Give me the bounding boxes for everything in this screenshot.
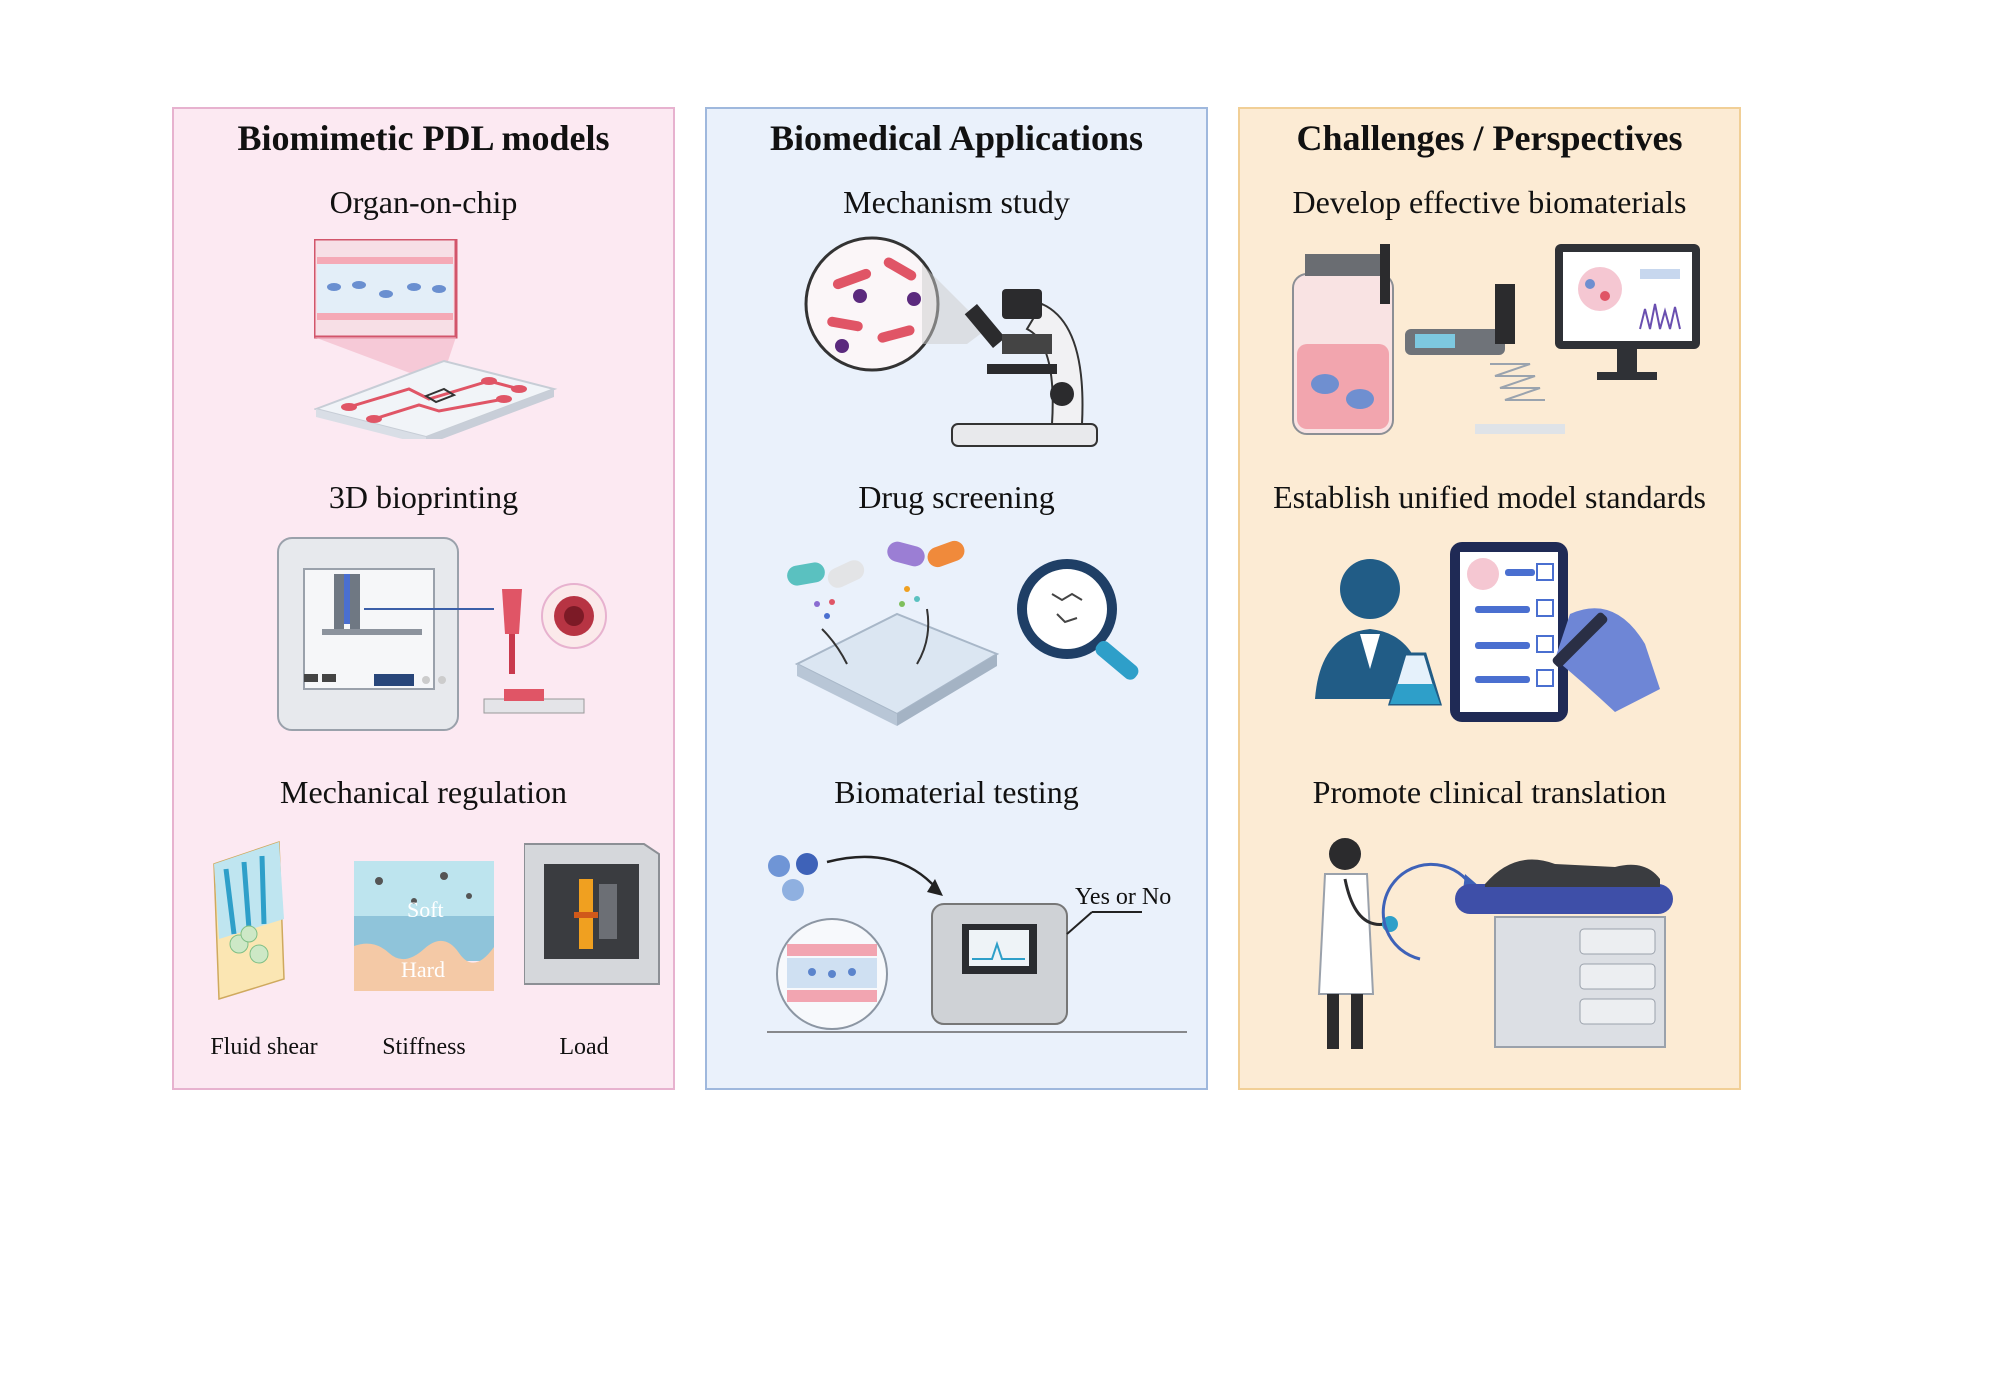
caption-stiffness: Stiffness	[382, 1034, 466, 1060]
fluid-shear-illustration	[213, 840, 285, 1001]
subheading-promote-clinical-translation: Promote clinical translation	[1312, 774, 1667, 810]
subheading-develop-effective-biomaterials: Develop effective biomaterials	[1292, 184, 1687, 220]
panel-biomedical-applications: Biomedical Applications Mechanism study …	[705, 107, 1208, 1090]
load-device-illustration	[524, 843, 660, 985]
subheading-mechanical-regulation: Mechanical regulation	[280, 774, 567, 810]
yes-or-no-label: Yes or No	[1075, 884, 1172, 910]
panel-title: Challenges / Perspectives	[1296, 118, 1683, 158]
microscope-illustration	[804, 236, 1098, 447]
subheading-biomaterial-testing: Biomaterial testing	[834, 774, 1079, 810]
panel-title: Biomimetic PDL models	[237, 118, 610, 158]
bioreactor-setup-illustration	[1292, 244, 1700, 435]
subheading-organ-on-chip: Organ-on-chip	[329, 184, 518, 220]
panel-biomimetic-pdl-models: Biomimetic PDL models Organ-on-chip 3D b…	[172, 107, 675, 1090]
panel-challenges-perspectives: Challenges / Perspectives Develop effect…	[1238, 107, 1741, 1090]
organ-on-chip-illustration	[314, 239, 558, 439]
3d-bioprinter-illustration	[277, 537, 607, 731]
caption-fluid-shear: Fluid shear	[210, 1034, 318, 1060]
biomaterial-testing-illustration	[767, 853, 1187, 1033]
subheading-drug-screening: Drug screening	[858, 479, 1055, 515]
hard-label: Hard	[401, 957, 445, 982]
clinical-translation-illustration	[1317, 838, 1673, 1049]
panel-title: Biomedical Applications	[769, 118, 1144, 158]
subheading-mechanism-study: Mechanism study	[843, 184, 1070, 220]
subheading-establish-unified-model-standards: Establish unified model standards	[1273, 479, 1706, 515]
drug-screening-illustration	[787, 540, 1139, 726]
subheading-3d-bioprinting: 3D bioprinting	[328, 479, 519, 515]
soft-label: Soft	[407, 897, 444, 922]
standards-checklist-illustration	[1315, 542, 1660, 722]
stiffness-illustration	[354, 861, 494, 991]
caption-load: Load	[559, 1034, 609, 1060]
